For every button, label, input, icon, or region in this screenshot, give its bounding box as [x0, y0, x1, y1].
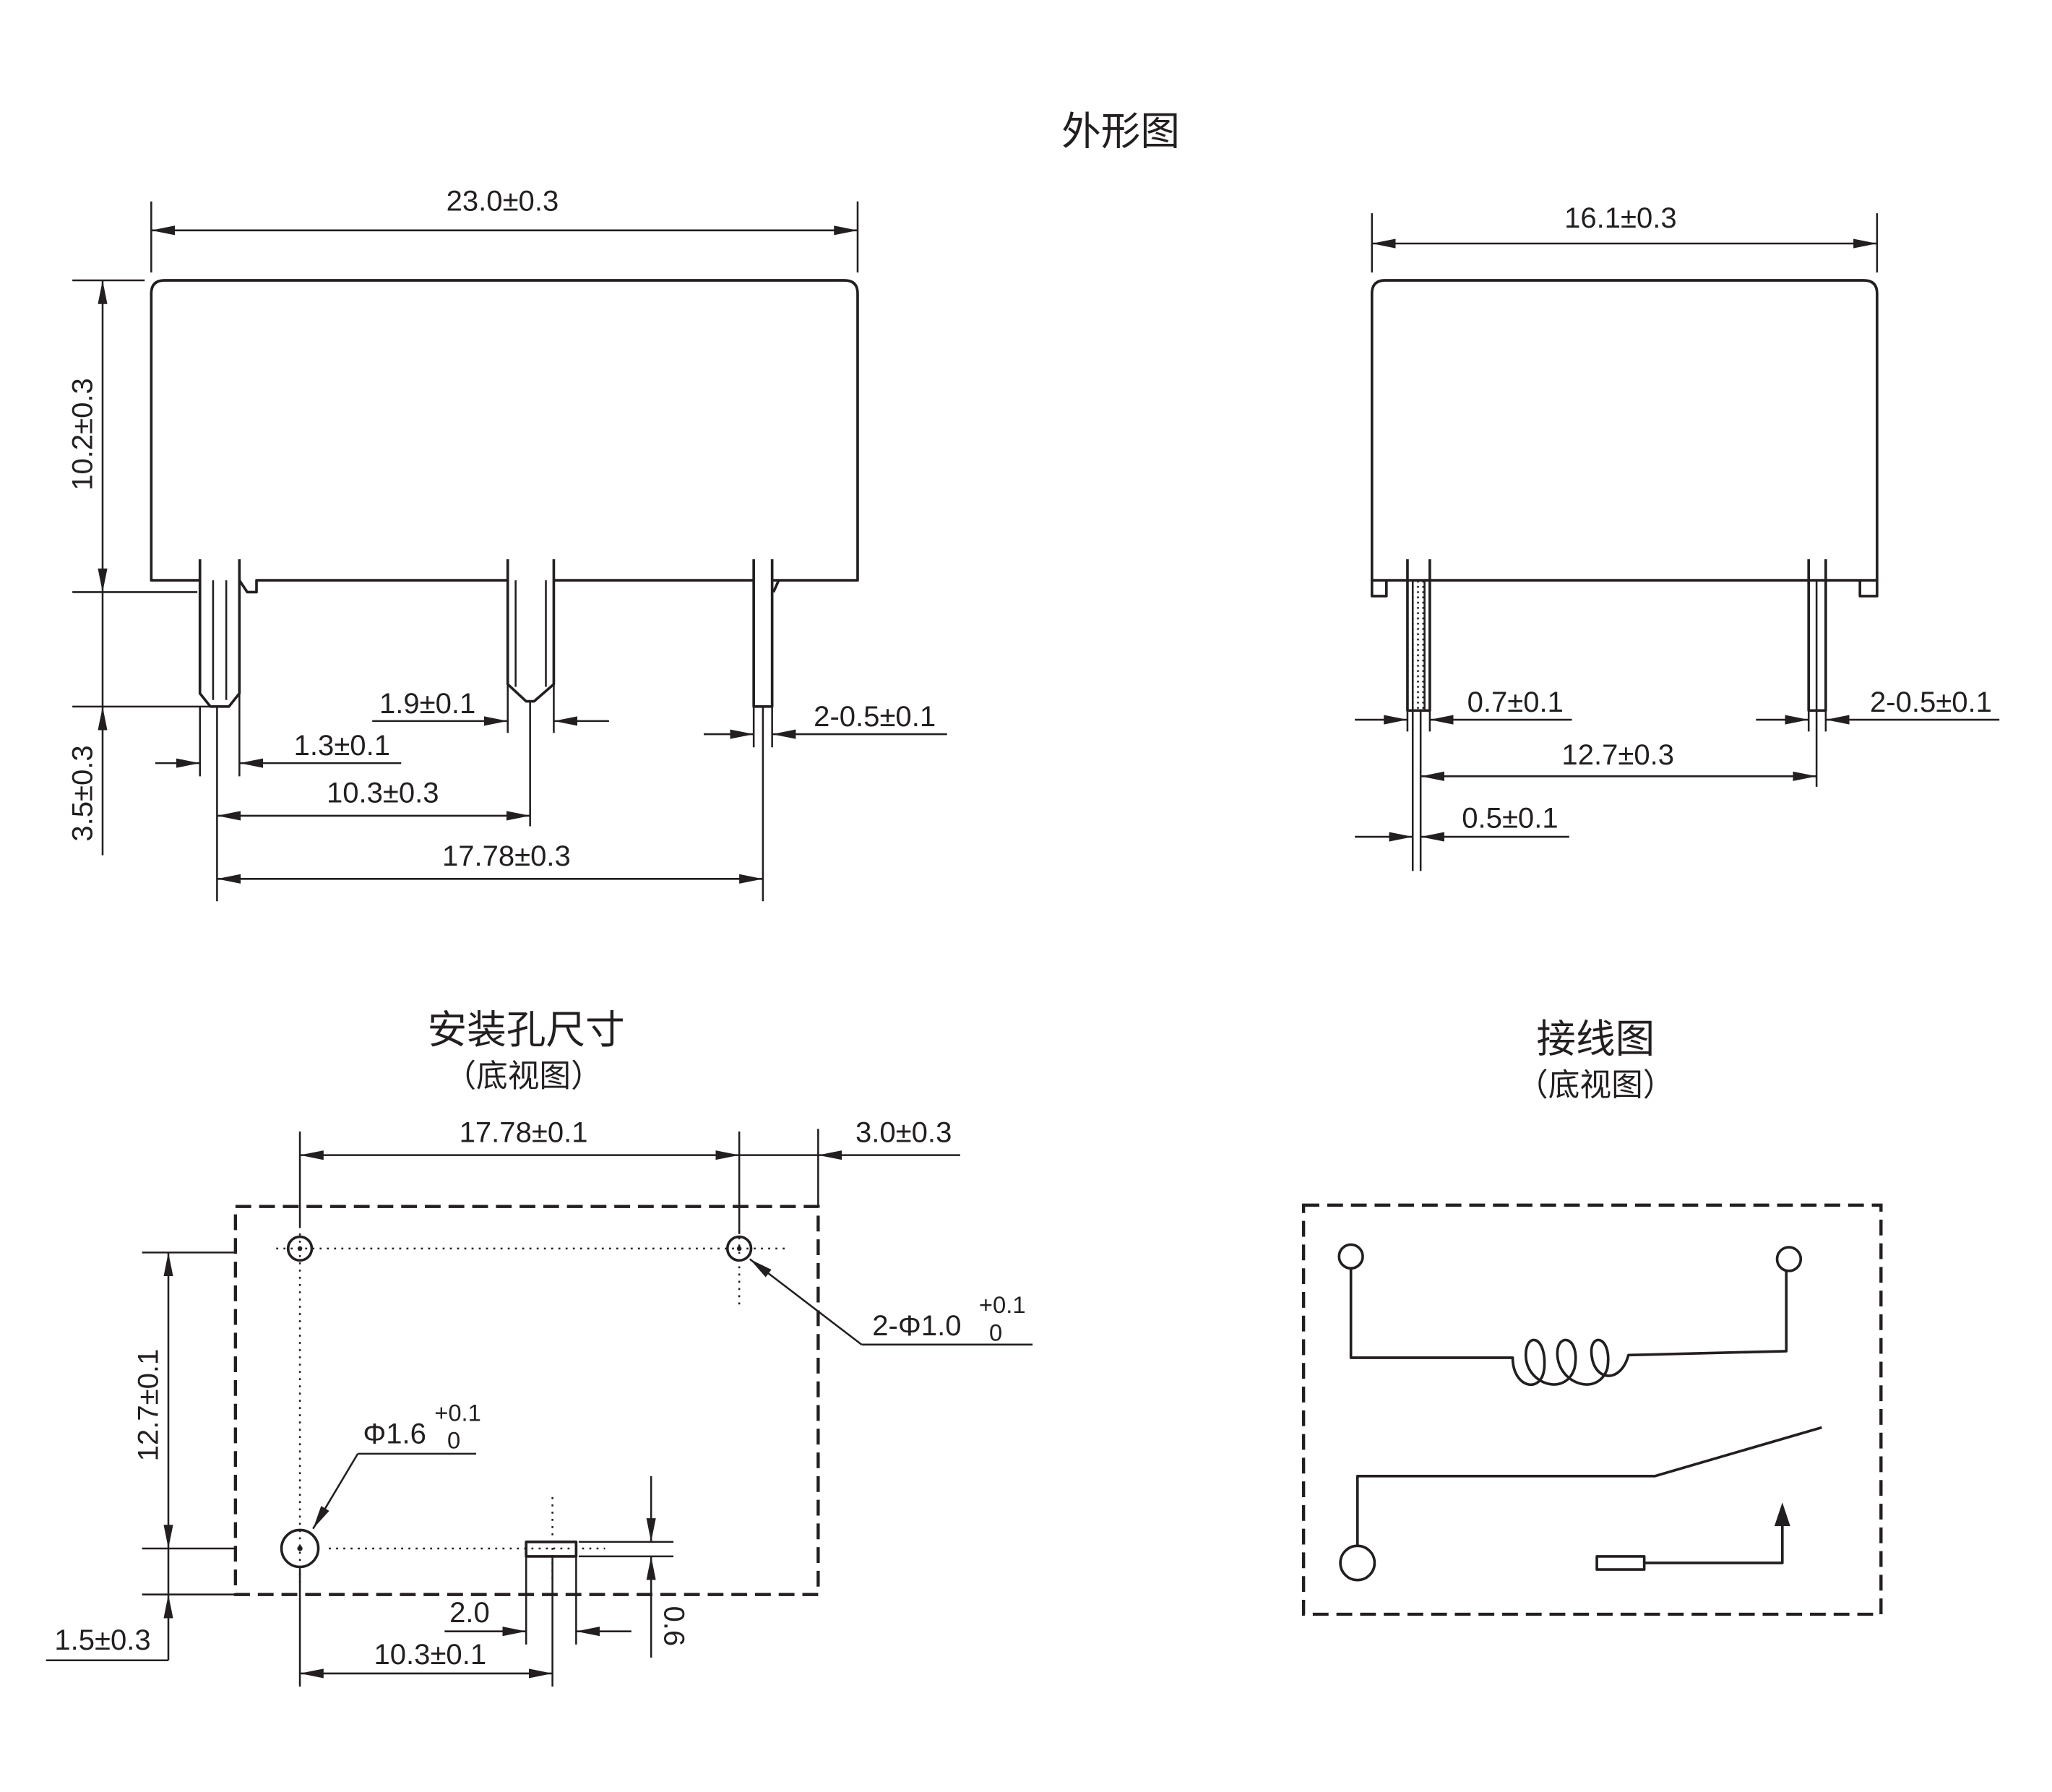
front-body-bottom-right: [553, 579, 780, 593]
outline-title: 外形图: [1061, 109, 1180, 153]
slot-pitch-label: 10.3±0.1: [374, 1639, 487, 1671]
slot-pitch-ext-lines: [298, 1556, 553, 1687]
wiring-title: 接线图: [1536, 1017, 1655, 1061]
mounting-pitch-y-ext-lines: [142, 1252, 237, 1595]
side-pitch-ext-lines: [1411, 710, 1422, 871]
front-mid-pitch-label: 10.3±0.3: [327, 777, 439, 809]
large-hole-center: [297, 1546, 303, 1551]
large-hole-label: Φ1.6: [363, 1418, 426, 1449]
side-pitch-label: 12.7±0.3: [1561, 739, 1674, 771]
large-hole-tol-lower: 0: [447, 1427, 460, 1454]
large-hole-tol-upper: +0.1: [434, 1399, 481, 1426]
mounting-outline: [233, 1205, 820, 1596]
front-mid-pin-width-label: 1.9±0.1: [379, 688, 475, 720]
front-pin-mid-inner: [514, 580, 547, 687]
mounting-subtitle: （底视图）: [444, 1059, 602, 1094]
small-hole-right: [725, 1235, 753, 1262]
contact-lead: [1644, 1523, 1784, 1564]
front-pitch-ext-lines: [216, 701, 764, 902]
small-hole-left: [286, 1235, 314, 1262]
small-holes-leader: [749, 1258, 863, 1345]
front-pin-right: [752, 559, 774, 708]
side-pin-left-hatch: [1413, 580, 1425, 711]
side-width-label: 16.1±0.3: [1564, 202, 1677, 234]
side-view: 16.1±0.3 0.7±0.1 2-0.5±0.1 12.7±0.3 0.5±…: [1355, 202, 2000, 871]
contact-arrow-icon: [1774, 1502, 1790, 1527]
slot-height-ext-lines: [579, 1541, 674, 1558]
small-hole-left-center: [297, 1246, 303, 1252]
large-hole: [280, 1528, 320, 1569]
mounting-title: 安装孔尺寸: [428, 1008, 625, 1052]
mounting-pitch-x-ext-lines: [298, 1129, 819, 1234]
small-holes-label: 2-Φ1.0: [872, 1310, 961, 1342]
coil-terminal-right: [1775, 1246, 1803, 1272]
front-pin-length-label: 3.5±0.3: [66, 745, 98, 841]
front-pin-mid: [506, 559, 556, 703]
mounting-pitch-y-label: 12.7±0.1: [132, 1349, 164, 1462]
side-right-pin-width-label: 2-0.5±0.1: [1870, 686, 1992, 718]
slot-width-ext-lines: [525, 1556, 577, 1645]
side-pin-left-inner: [1411, 580, 1426, 711]
coil-terminal-left: [1337, 1243, 1364, 1270]
common-terminal: [1339, 1544, 1376, 1582]
mounting-pitch-x-label: 17.78±0.1: [460, 1116, 588, 1148]
front-pin-left-inner: [212, 580, 228, 700]
side-left-pin-width-label: 0.7±0.1: [1467, 686, 1564, 718]
side-foot-left: [1370, 580, 1388, 598]
front-left-pin-width-label: 1.3±0.1: [294, 730, 390, 762]
wiring-view: 接线图 （底视图）: [1301, 1017, 1883, 1616]
slot-height-label: 0.6: [658, 1606, 689, 1647]
front-body-bottom-left: [238, 579, 508, 594]
small-hole-right-center: [736, 1246, 742, 1252]
wiring-subtitle: （底视图）: [1517, 1068, 1674, 1103]
front-height-ext-lines: [72, 279, 211, 708]
front-right-pin-ext-lines: [752, 706, 773, 748]
relay-coil: [1349, 1268, 1788, 1387]
switch-arm: [1355, 1426, 1822, 1546]
front-body-outline: [150, 279, 859, 582]
small-holes-tol-lower: 0: [989, 1319, 1002, 1345]
side-foot-right: [1858, 580, 1879, 598]
slot-hole: [525, 1541, 578, 1558]
front-right-pin-width-label: 2-0.5±0.1: [814, 701, 936, 733]
switch-contact: [1595, 1555, 1646, 1571]
small-holes-tol-upper: +0.1: [979, 1291, 1026, 1318]
front-view: 23.0±0.3 10.2±0.3 3.5±0.3 1.9±0.1 1.3±0.…: [66, 186, 947, 902]
mounting-view: 安装孔尺寸 （底视图） 17.78±0.1 3.0±0.3 2-Φ1.0 +0.…: [46, 1008, 1033, 1687]
slot-width-label: 2.0: [449, 1597, 490, 1629]
side-pin-left: [1406, 559, 1431, 712]
side-left-pin-ext-lines: [1406, 710, 1431, 732]
front-height-label: 10.2±0.3: [66, 378, 98, 491]
side-thickness-label: 0.5±0.1: [1462, 802, 1558, 834]
large-hole-leader: [312, 1453, 359, 1530]
wiring-outline: [1301, 1203, 1883, 1616]
mounting-edge-y-label: 1.5±0.3: [54, 1624, 150, 1656]
front-width-label: 23.0±0.3: [447, 186, 559, 217]
mounting-edge-x-label: 3.0±0.3: [855, 1116, 952, 1148]
front-pin-left: [198, 559, 241, 708]
front-width-ext-lines: [150, 201, 859, 273]
side-body-outline: [1370, 279, 1879, 582]
front-total-pitch-label: 17.78±0.3: [442, 840, 571, 872]
mounting-center-lines: [276, 1225, 790, 1585]
